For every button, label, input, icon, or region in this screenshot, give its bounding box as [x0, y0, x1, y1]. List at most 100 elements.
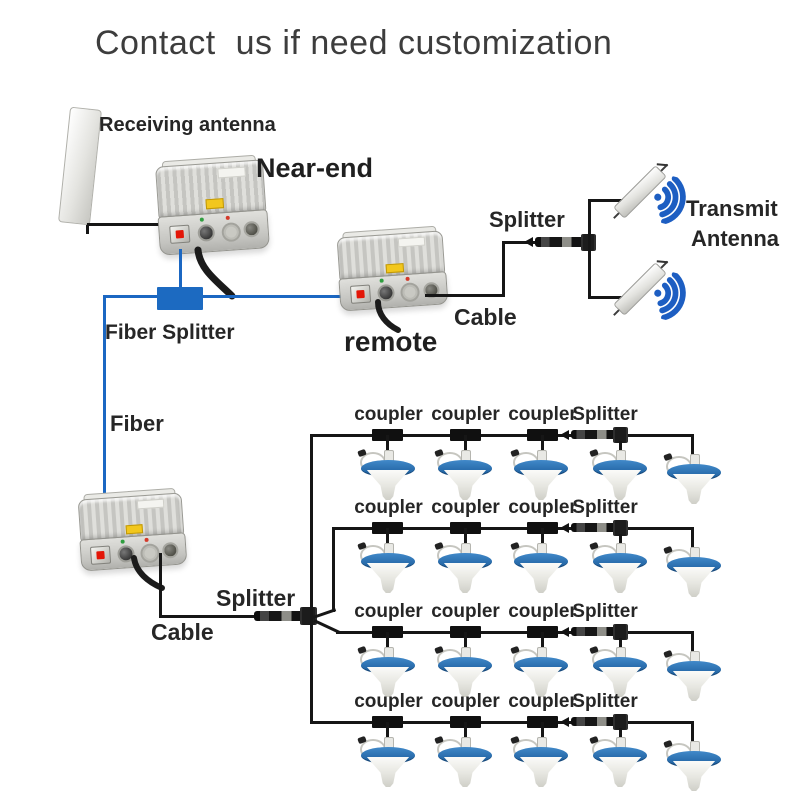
- row-splitter-cross: [615, 714, 626, 730]
- splitter-cylinder-top: [535, 237, 584, 247]
- row-line: [333, 527, 694, 530]
- splitter-arrow: [560, 523, 569, 533]
- near-end-cable-pigtail: [194, 246, 236, 300]
- splitter-top-label: Splitter: [489, 207, 565, 232]
- antenna-drop: [386, 722, 389, 748]
- rf-connector: [196, 223, 216, 242]
- fiber-label: Fiber: [110, 411, 164, 436]
- antenna-tick: [656, 260, 668, 264]
- splitter-label: Splitter: [572, 691, 638, 712]
- coupler-label: coupler: [431, 404, 500, 425]
- fiber-line-horizontal: [103, 295, 363, 298]
- wifi-signal-icon: [654, 271, 686, 321]
- antenna-drop: [386, 435, 389, 461]
- ceiling-antenna: [663, 649, 721, 706]
- coupler-label: coupler: [431, 497, 500, 518]
- splitter-center-label: Splitter: [216, 585, 296, 611]
- ceiling-antenna: [589, 448, 647, 505]
- ceiling-antenna: [589, 541, 647, 598]
- row-line: [311, 434, 694, 437]
- fiber-port: [168, 224, 191, 244]
- fiber-splitter-box: [157, 287, 203, 310]
- splitter-cylinder-center: [254, 611, 304, 621]
- row-splitter-cross: [615, 520, 626, 536]
- page-title: Contact us if need customization: [95, 24, 613, 62]
- splitter-label: Splitter: [572, 404, 638, 425]
- near-end-label: Near-end: [256, 153, 374, 183]
- green-led: [199, 217, 204, 222]
- antenna-cone: [366, 563, 410, 593]
- branch-row2-diag: [312, 608, 337, 619]
- ceiling-antenna: [357, 645, 415, 702]
- distribution-row-4: coupler coupler coupler Splitter: [0, 691, 800, 800]
- antenna-drop: [386, 632, 389, 658]
- antenna-cone: [443, 563, 487, 593]
- ceiling-antenna: [589, 735, 647, 792]
- coupler-label: coupler: [354, 404, 423, 425]
- antenna-drop: [464, 435, 467, 461]
- rf-connector-2: [243, 220, 261, 238]
- cable-remote-v: [502, 241, 505, 297]
- transmit-antenna-label-1: Transmit: [686, 196, 778, 221]
- splitter-arrow: [560, 627, 569, 637]
- antenna-cone: [598, 563, 642, 593]
- ceiling-antenna: [510, 735, 568, 792]
- antenna-cone: [672, 474, 716, 504]
- antenna-cone: [443, 470, 487, 500]
- row-splitter-cylinder: [571, 523, 618, 532]
- red-led: [405, 277, 410, 282]
- branch-row2-v: [332, 527, 335, 612]
- fiber-port-red: [355, 290, 365, 299]
- antenna-drop: [541, 435, 544, 461]
- antenna-drop: [541, 632, 544, 658]
- coupler-label: coupler: [508, 497, 577, 518]
- row-corner: [691, 631, 694, 661]
- distribution-row-1: coupler coupler coupler Splitter: [0, 404, 800, 515]
- lower-cable-pigtail: [131, 555, 165, 591]
- fiber-port-red: [175, 229, 184, 239]
- row-splitter-cylinder: [571, 717, 618, 726]
- splitter-arrow: [560, 430, 569, 440]
- ceiling-antenna: [357, 448, 415, 505]
- antenna-cone: [519, 470, 563, 500]
- antenna-cone: [519, 757, 563, 787]
- row-splitter-cylinder: [571, 627, 618, 636]
- remote-label: remote: [344, 326, 438, 357]
- coupler-label: coupler: [354, 497, 423, 518]
- antenna-to-near-end-line: [87, 223, 159, 226]
- coupler-label: coupler: [431, 691, 500, 712]
- wifi-signal-icon: [654, 175, 686, 225]
- antenna-cone: [598, 757, 642, 787]
- ceiling-antenna: [434, 735, 492, 792]
- row-splitter-cylinder: [571, 430, 618, 439]
- cable-lower-v: [159, 553, 162, 618]
- splitter-arrow: [524, 237, 533, 247]
- branch-row4-v: [310, 618, 313, 724]
- cable-to-splitter: [502, 241, 536, 244]
- fiber-line-nearend-to-splitter: [179, 249, 182, 289]
- ceiling-antenna: [510, 645, 568, 702]
- ceiling-antenna: [510, 448, 568, 505]
- row-corner: [691, 527, 694, 557]
- ceiling-antenna: [663, 739, 721, 796]
- vent: [220, 221, 241, 243]
- splitter-label: Splitter: [572, 497, 638, 518]
- antenna-cone: [366, 757, 410, 787]
- row-line: [311, 721, 694, 724]
- near-end-unit: [154, 154, 270, 256]
- branch-row1-v: [310, 434, 313, 620]
- ceiling-antenna: [434, 448, 492, 505]
- antenna-cone: [519, 563, 563, 593]
- transmit-feed-bottom: [588, 296, 638, 299]
- antenna-cone: [443, 757, 487, 787]
- transmit-antenna-label-2: Antenna: [691, 226, 779, 251]
- ceiling-antenna: [434, 645, 492, 702]
- fiber-splitter-label: Fiber Splitter: [105, 321, 235, 344]
- row-splitter-cross: [615, 624, 626, 640]
- antenna-cone: [672, 567, 716, 597]
- antenna-drop: [464, 528, 467, 554]
- row-line: [336, 631, 694, 634]
- coupler-label: coupler: [508, 404, 577, 425]
- ceiling-antenna: [663, 452, 721, 509]
